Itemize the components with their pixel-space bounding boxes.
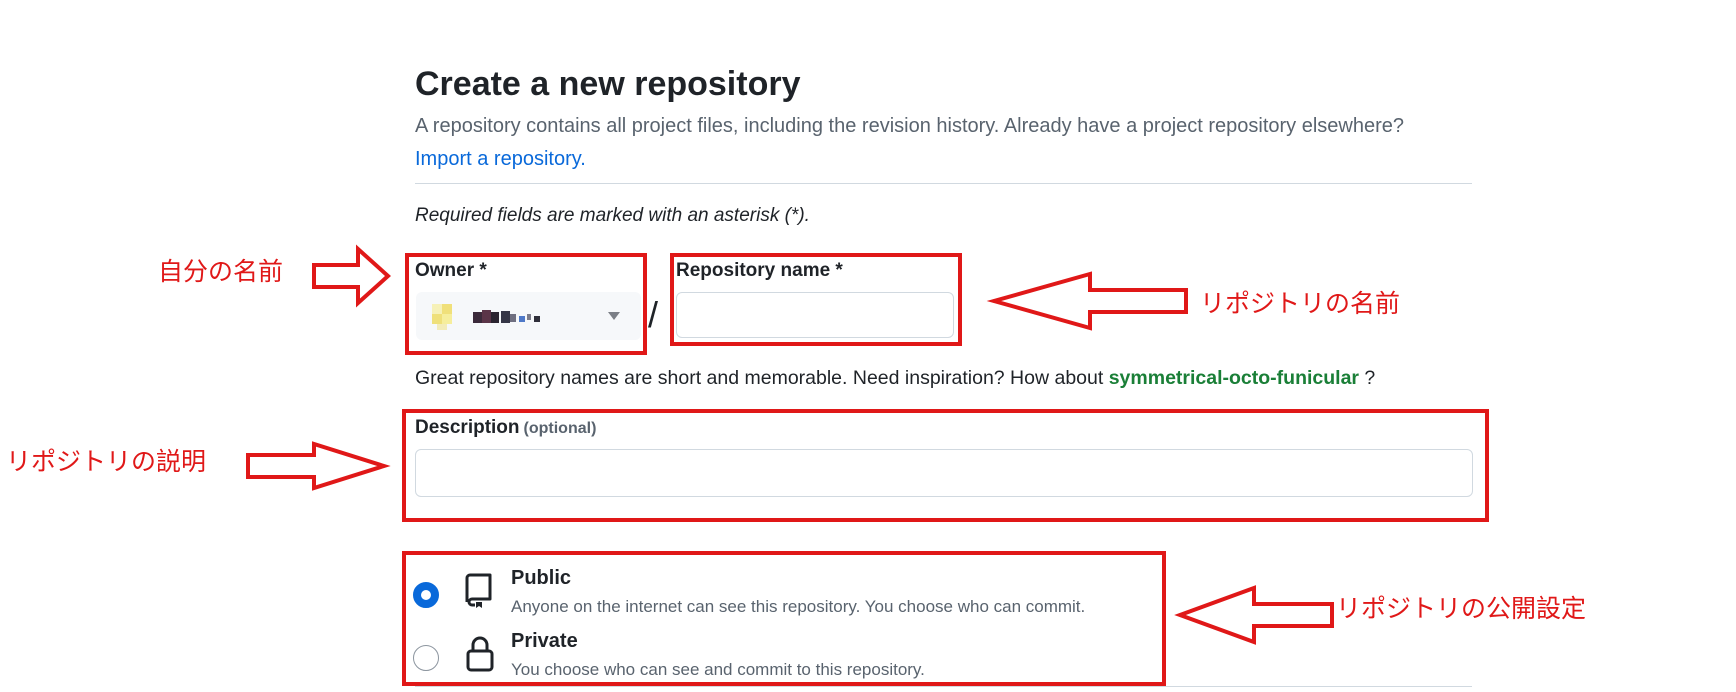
description-label: Description(optional) — [415, 415, 596, 442]
page-title: Create a new repository — [415, 65, 801, 103]
description-input[interactable] — [415, 449, 1473, 497]
public-title: Public — [511, 567, 572, 589]
repo-name-label: Repository name * — [676, 260, 843, 281]
private-title: Private — [511, 630, 578, 652]
hint-text: Great repository names are short and mem… — [415, 367, 1109, 389]
visibility-annotation: リポジトリの公開設定 — [1336, 595, 1587, 623]
description-annotation: リポジトリの説明 — [6, 448, 207, 476]
chevron-down-icon — [608, 312, 620, 320]
repo-name-hint: Great repository names are short and mem… — [415, 364, 1375, 392]
optional-tag: (optional) — [523, 420, 597, 437]
repo-name-input[interactable] — [676, 292, 954, 338]
visibility-option-private[interactable]: Private You choose who can see and commi… — [413, 628, 1153, 692]
import-repository-link[interactable]: Import a repository. — [415, 148, 586, 170]
owner-annotation: 自分の名前 — [158, 258, 284, 286]
owner-select[interactable] — [416, 292, 641, 340]
divider — [415, 183, 1472, 184]
repo-name-annotation: リポジトリの名前 — [1200, 290, 1401, 318]
visibility-arrow — [1174, 585, 1334, 645]
description-label-text: Description — [415, 417, 520, 438]
repo-name-callout-box — [670, 253, 962, 346]
description-arrow — [246, 441, 391, 491]
visibility-option-public[interactable]: Public Anyone on the internet can see th… — [413, 565, 1153, 629]
required-fields-note: Required fields are marked with an aster… — [415, 205, 810, 226]
page-subtitle: A repository contains all project files,… — [415, 115, 1405, 137]
repo-icon — [465, 573, 492, 608]
private-radio[interactable] — [413, 645, 439, 671]
hint-suffix: ? — [1359, 367, 1376, 389]
lock-icon — [466, 636, 494, 672]
owner-label: Owner * — [415, 260, 487, 281]
repo-name-arrow — [986, 271, 1188, 331]
visibility-callout-box — [402, 551, 1166, 686]
public-description: Anyone on the internet can see this repo… — [511, 597, 1086, 616]
description-callout-box — [402, 409, 1489, 522]
private-description: You choose who can see and commit to thi… — [511, 660, 925, 679]
owner-arrow — [312, 244, 391, 308]
owner-callout-box — [405, 253, 647, 355]
repo-name-suggestion[interactable]: symmetrical-octo-funicular — [1108, 367, 1360, 389]
owner-repo-separator: / — [648, 294, 659, 335]
public-radio[interactable] — [413, 582, 439, 608]
